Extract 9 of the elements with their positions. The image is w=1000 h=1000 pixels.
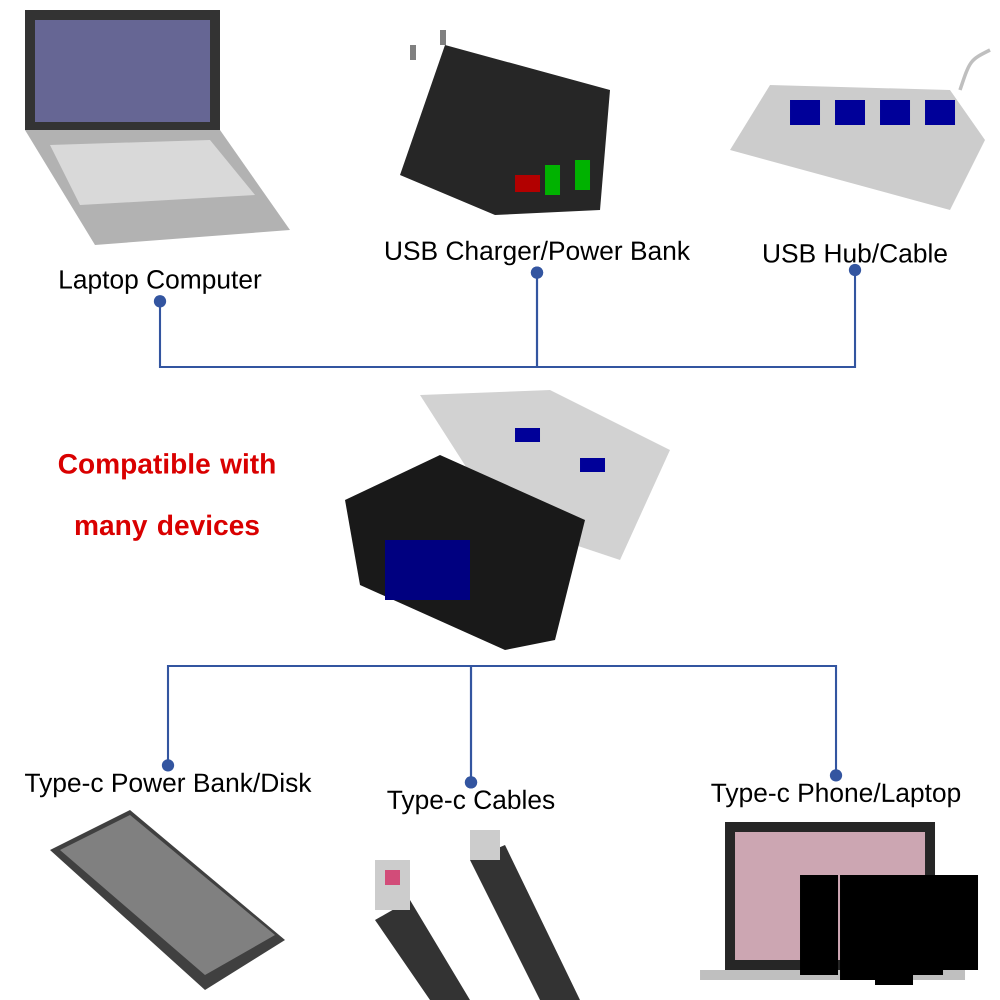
connector-line bbox=[464, 664, 842, 788]
device-label: Type-c Phone/Laptop bbox=[711, 782, 960, 808]
device-label: USB Charger/Power Bank bbox=[386, 240, 690, 266]
device-label: Type-c Cables bbox=[387, 790, 554, 814]
device-label: USB Hub/Cable bbox=[764, 243, 947, 263]
device-label: Laptop Computer bbox=[60, 270, 262, 294]
device-label: Type-c Power Bank/Disk bbox=[25, 772, 312, 798]
connector-line bbox=[530, 264, 862, 368]
slogan-text: Compatible with many devices bbox=[58, 453, 275, 541]
